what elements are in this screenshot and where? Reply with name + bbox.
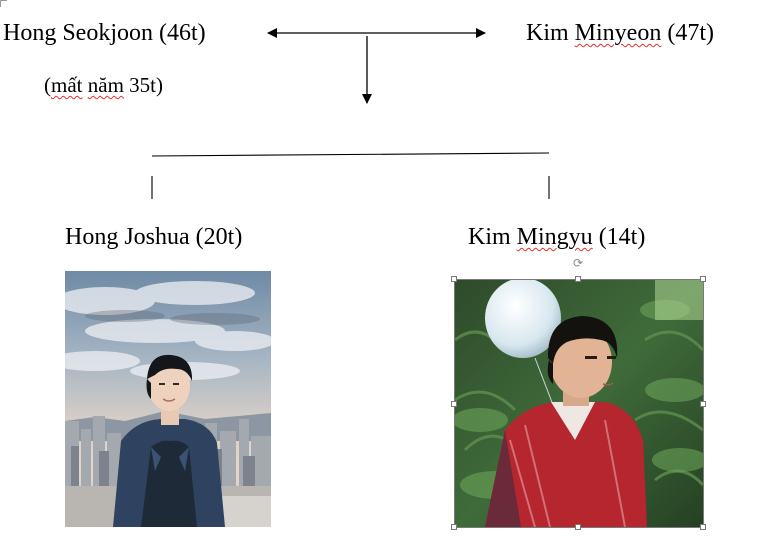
resize-handle-left[interactable] [451, 401, 457, 407]
mother-given-name: Minyeon [574, 20, 662, 46]
rotate-handle-icon[interactable]: ⟳ [572, 256, 584, 270]
joshua-photo[interactable] [65, 271, 271, 527]
resize-handle-top-right[interactable] [700, 276, 706, 282]
resize-handle-top[interactable] [575, 276, 581, 282]
person-forest-photo-icon [455, 280, 703, 527]
page-corner-mark [0, 0, 7, 7]
father-note: (mất năm 35t) [44, 73, 163, 97]
mother-label: Kim Minyeon (47t) [526, 21, 714, 45]
mother-age: (47t) [661, 20, 714, 46]
spellcheck-word-mat: mất [51, 73, 83, 97]
child-joshua-label: Hong Joshua (20t) [65, 224, 243, 250]
resize-handle-bottom[interactable] [575, 524, 581, 530]
resize-handle-right[interactable] [700, 401, 706, 407]
resize-handle-bottom-right[interactable] [700, 524, 706, 530]
father-label: Hong Seokjoon (46t) [3, 21, 206, 45]
sibling-bar [151, 152, 550, 157]
mingyu-age: (14t) [592, 224, 646, 250]
spellcheck-word-nam: năm [87, 73, 124, 97]
father-age: (46t) [159, 20, 206, 46]
father-name: Hong Seokjoon [3, 20, 153, 46]
resize-handle-top-left[interactable] [451, 276, 457, 282]
mingyu-first-name: Kim [468, 224, 511, 250]
mingyu-given-name: Mingyu [516, 224, 593, 250]
person-city-photo-icon [65, 271, 271, 527]
resize-handle-bottom-left[interactable] [451, 524, 457, 530]
mother-first-name: Kim [526, 20, 569, 46]
child-mingyu-label: Kim Mingyu (14t) [468, 225, 645, 249]
mingyu-photo[interactable] [455, 280, 703, 527]
